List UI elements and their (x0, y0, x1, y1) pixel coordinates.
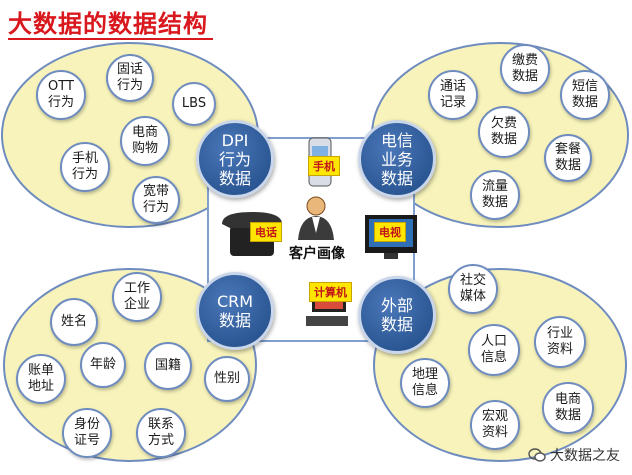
telecom-calls: 通话 记录 (428, 70, 478, 120)
external-macro: 宏观 资料 (470, 400, 520, 450)
telecom-plans: 套餐 数据 (544, 134, 592, 182)
crm-age: 年龄 (80, 342, 126, 388)
external-population: 人口 信息 (468, 324, 520, 376)
telecom-arrears: 欠费 数据 (478, 106, 530, 158)
telecom-payments: 缴费 数据 (500, 44, 550, 94)
crm-gender: 性别 (204, 356, 250, 402)
external-industry: 行业 资料 (534, 316, 586, 368)
landline-tag: 电话 (250, 222, 282, 242)
crm-id-number: 身份 证号 (62, 408, 112, 458)
hub-dpi: DPI 行为 数据 (196, 120, 274, 198)
dpi-ecommerce: 电商 购物 (120, 116, 170, 166)
hub-telecom: 电信 业务 数据 (358, 120, 436, 198)
dpi-mobile: 手机 行为 (60, 142, 110, 192)
dpi-lbs: LBS (172, 82, 216, 126)
watermark: 大数据之友 (528, 445, 620, 465)
dpi-ott: OTT 行为 (36, 70, 86, 120)
crm-nationality: 国籍 (144, 342, 192, 390)
dpi-broadband: 宽带 行为 (132, 176, 180, 224)
hub-crm: CRM 数据 (196, 272, 274, 350)
dpi-landline: 固话 行为 (106, 54, 154, 102)
crm-contact: 联系 方式 (136, 408, 186, 458)
tv-tag: 电视 (374, 222, 406, 242)
page-title: 大数据的数据结构 (8, 10, 208, 38)
watermark-text: 大数据之友 (550, 448, 620, 464)
phone-tag: 手机 (308, 156, 340, 176)
hub-external: 外部 数据 (358, 276, 436, 354)
crm-billing-address: 账单 地址 (16, 354, 66, 404)
person-icon (298, 196, 334, 240)
crm-company: 工作 企业 (112, 272, 162, 322)
customer-profile-label: 客户画像 (289, 246, 345, 262)
external-geography: 地理 信息 (400, 358, 450, 408)
computer-tag: 计算机 (309, 282, 352, 302)
telecom-traffic: 流量 数据 (470, 170, 520, 220)
crm-name: 姓名 (50, 298, 98, 346)
chat-bubble-icon (528, 447, 546, 463)
telecom-sms: 短信 数据 (560, 70, 610, 120)
title-underline (8, 38, 213, 40)
external-social-media: 社交 媒体 (448, 264, 498, 314)
external-ecommerce: 电商 数据 (542, 382, 594, 434)
